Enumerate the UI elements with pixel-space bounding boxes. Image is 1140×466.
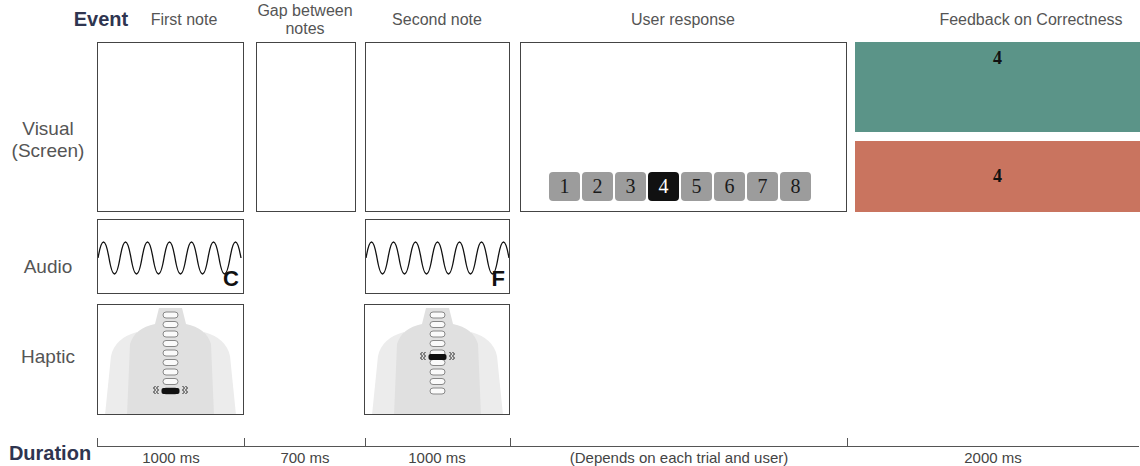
screen-boxes	[98, 43, 510, 212]
time-axis	[97, 438, 1139, 447]
node-text: C	[223, 266, 239, 292]
wrong-feedback: 4	[855, 141, 1140, 212]
response-screen: 12345678	[520, 42, 847, 212]
node-text: 4	[659, 175, 669, 198]
answer-button: 3	[615, 172, 646, 201]
duration-label: 1000 ms	[116, 449, 226, 466]
answer-button: 2	[582, 172, 613, 201]
duration-label: 700 ms	[255, 449, 355, 466]
node-text: 2	[593, 175, 603, 198]
node-text: 7	[758, 175, 768, 198]
column-header: Gap between notes	[255, 2, 355, 39]
answer-button: 8	[780, 172, 811, 201]
answer-button: 1	[549, 172, 580, 201]
node-text: 4	[993, 48, 1002, 69]
haptic-vest	[98, 305, 510, 416]
node-text: 3	[626, 175, 636, 198]
node-text: 1	[560, 175, 570, 198]
answer-button: 5	[681, 172, 712, 201]
row-label: Visual (Screen)	[2, 118, 94, 162]
answer-button: 6	[714, 172, 745, 201]
node-text: 8	[791, 175, 801, 198]
audio-waves	[98, 242, 509, 274]
answer-button: 7	[747, 172, 778, 201]
column-header: Feedback on Correctness	[911, 11, 1140, 29]
column-header: User response	[583, 11, 783, 29]
selected-button: 4	[648, 172, 679, 201]
column-header: Second note	[367, 11, 507, 29]
duration-label: 1000 ms	[382, 449, 492, 466]
row-label: Haptic	[2, 346, 94, 368]
duration-label: 2000 ms	[923, 449, 1063, 466]
node-text: 5	[692, 175, 702, 198]
node-text: 4	[993, 166, 1002, 187]
header-label: Event	[71, 8, 131, 31]
column-header: First note	[114, 11, 254, 29]
node-text: F	[492, 266, 505, 292]
axis-title: Duration	[2, 442, 98, 465]
node-text: 6	[725, 175, 735, 198]
audio-note-box: C	[97, 219, 244, 294]
audio-note-box: F	[365, 219, 510, 294]
duration-label: (Depends on each trial and user)	[519, 449, 839, 466]
correct-feedback: 4	[855, 42, 1140, 132]
row-label: Audio	[2, 256, 94, 278]
